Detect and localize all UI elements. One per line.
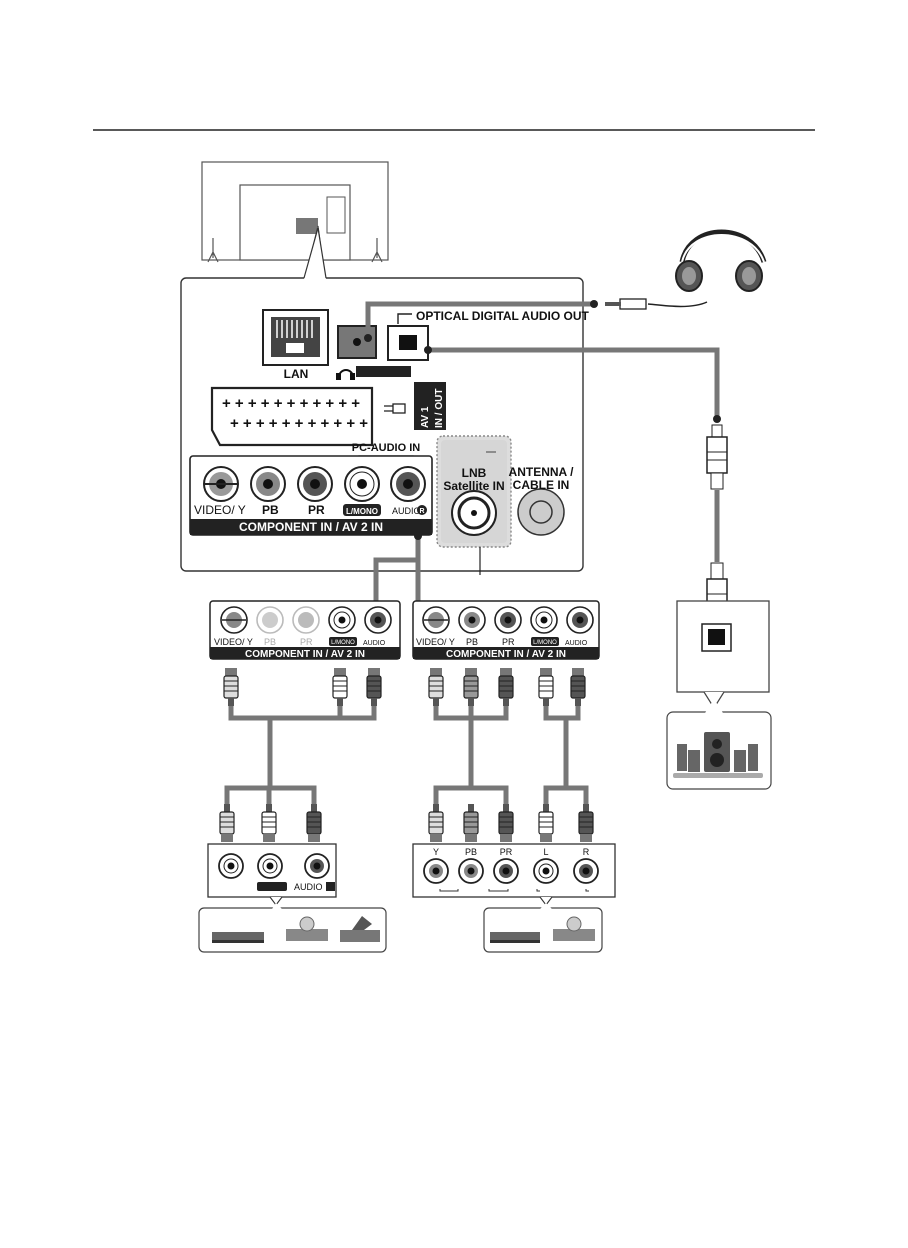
svg-text:+ + + + + + + + + + +: + + + + + + + + + + +: [230, 415, 368, 432]
cable-in-label: CABLE IN: [513, 478, 570, 492]
lan-port: [262, 309, 329, 366]
scart-port: + + + + + + + + + + + + + + + + + + + + …: [210, 386, 374, 447]
right-device-pr: PR: [500, 847, 513, 857]
right-device-pb: PB: [465, 847, 477, 857]
left-device-icons: [198, 903, 387, 953]
right-video-y-label: VIDEO/ Y: [416, 637, 455, 647]
right-pr-label: PR: [502, 637, 515, 647]
left-device-panel: [207, 843, 337, 906]
right-device-icons: [483, 903, 603, 953]
right-audio-label: AUDIO: [565, 640, 588, 647]
left-audio-label: AUDIO: [363, 640, 386, 647]
tv-component-bar: COMPONENT IN / AV 2 IN: [239, 520, 383, 534]
scart-icon: [384, 403, 406, 414]
av-panel-right: [412, 600, 600, 660]
tv-pr-label: PR: [308, 503, 325, 517]
left-device-audio-label: AUDIO: [294, 882, 323, 892]
av1-badge: AV 1 IN / OUT: [414, 382, 446, 430]
tv-lmono-label: L/MONO: [346, 507, 378, 516]
lnb-port-block: [436, 435, 512, 575]
optical-plug-top: [706, 424, 728, 490]
right-device-y: Y: [433, 847, 439, 857]
right-lmono-label: L/MONO: [533, 640, 557, 646]
av-cable-trunk: [373, 535, 421, 605]
right-lower-plugs: [428, 803, 594, 843]
right-cable: [433, 706, 589, 804]
headphone-icon: [336, 369, 355, 380]
tv-audio-r-mark: R: [419, 508, 424, 515]
right-upper-plugs: [428, 667, 586, 707]
left-component-bar: COMPONENT IN / AV 2 IN: [245, 649, 365, 660]
right-component-bar: COMPONENT IN / AV 2 IN: [446, 649, 566, 660]
pc-audio-in-label: PC-AUDIO IN: [352, 442, 421, 454]
left-pb-label: PB: [264, 637, 276, 647]
antenna-label: ANTENNA /: [509, 465, 575, 479]
headphones-icon: [605, 229, 767, 310]
left-video-y-label: VIDEO/ Y: [214, 637, 253, 647]
av1-inout-label: IN / OUT: [434, 389, 445, 428]
tv-component-jacks: [203, 466, 426, 502]
right-pb-label: PB: [466, 637, 478, 647]
av1-label: AV 1: [420, 406, 431, 428]
tv-video-y-label: VIDEO/ Y: [194, 503, 246, 517]
lnb-label: LNB: [462, 466, 487, 480]
left-pr-label: PR: [300, 637, 313, 647]
tv-pb-label: PB: [262, 503, 279, 517]
svg-text:+ + + + + + + + + + +: + + + + + + + + + + +: [222, 395, 360, 412]
headphone-cable: [365, 301, 594, 338]
optical-cable: [428, 347, 720, 562]
left-lower-plugs: [219, 803, 322, 843]
left-cable: [224, 706, 377, 804]
satellite-in-label: Satellite IN: [443, 479, 504, 493]
left-upper-plugs: [223, 667, 382, 707]
av-panel-left: [209, 600, 401, 660]
right-device-r: R: [583, 847, 590, 857]
right-device-l: L: [543, 847, 548, 857]
tv-audio-r-label: AUDIO: [392, 506, 421, 516]
lan-label: LAN: [284, 367, 309, 381]
speaker-system-icon: [673, 732, 763, 778]
right-device-panel: [412, 843, 616, 906]
left-lmono-label: L/MONO: [331, 640, 355, 646]
optical-out-label: OPTICAL DIGITAL AUDIO OUT: [416, 309, 590, 323]
antenna-port: [517, 488, 565, 536]
optical-port: [387, 313, 429, 361]
tv-rear-thumbnail: [201, 161, 389, 281]
